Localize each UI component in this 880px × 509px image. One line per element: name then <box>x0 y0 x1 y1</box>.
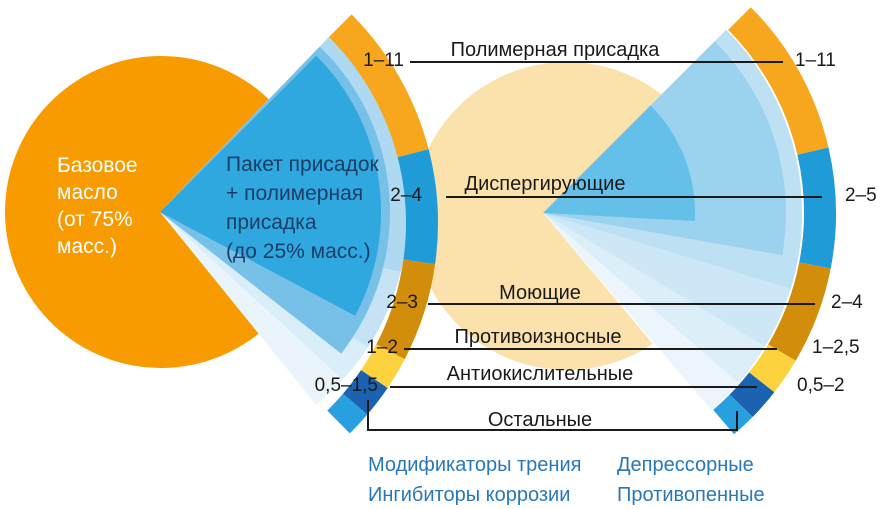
right-rim-segment-3 <box>749 344 796 393</box>
base-oil-label-line-0: Базовое <box>57 154 138 177</box>
middle-rim-segment-5 <box>327 393 368 434</box>
right-rim-segment-5 <box>713 394 753 435</box>
additives-background-circle <box>412 61 662 370</box>
right-value-4: 0,5–2 <box>797 375 845 396</box>
middle-rim-segment-1 <box>397 149 438 265</box>
base-oil-label-line-1: масло <box>57 181 118 204</box>
right-value-1: 2–5 <box>845 185 877 206</box>
row-label-0: Полимерная присадка <box>451 39 661 61</box>
others-bracket <box>367 400 738 431</box>
connector-lines-group <box>367 61 822 431</box>
additives-pack-label-line-3: (до 25% масс.) <box>226 240 371 263</box>
rim-segments-group <box>327 7 837 435</box>
base-oil-circle <box>5 55 270 368</box>
additives-pack-label-line-0: Пакет присадок <box>226 153 380 176</box>
left-value-2: 2–3 <box>386 292 418 313</box>
row-label-2: Моющие <box>499 282 581 304</box>
right-rim-segment-2 <box>768 262 831 361</box>
footnote-right-1: Противопенные <box>617 484 765 506</box>
left-value-0: 1–11 <box>363 50 404 71</box>
right-rim-segment-1 <box>797 147 837 269</box>
middle-rim-segment-3 <box>361 344 405 388</box>
base-shapes-group <box>5 55 662 370</box>
footnote-left-1: Ингибиторы коррозии <box>368 484 570 506</box>
additives-pack-label-line-1: + полимерная <box>226 182 363 205</box>
left-value-3: 1–2 <box>366 337 398 358</box>
left-value-1: 2–4 <box>390 185 422 206</box>
additives-pack-label-line-2: присадка <box>226 211 317 234</box>
right-fan-layer-5 <box>543 105 696 221</box>
middle-rim-segment-0 <box>329 14 429 158</box>
right-rim-segment-0 <box>728 7 829 155</box>
row-label-1: Диспергирующие <box>465 173 626 195</box>
row-label-3: Противоизносные <box>454 326 621 348</box>
footnote-left-0: Модификаторы трения <box>368 454 581 476</box>
right-value-3: 1–2,5 <box>812 337 860 358</box>
right-value-2: 2–4 <box>831 292 863 313</box>
middle-rim-segment-4 <box>343 370 388 415</box>
base-oil-label-line-3: масс.) <box>57 235 117 258</box>
right-value-0: 1–11 <box>795 50 836 71</box>
middle-fan-layer-5 <box>160 55 382 316</box>
right-rim-segment-4 <box>729 372 775 417</box>
footnote-right-0: Депрессорные <box>617 454 754 476</box>
fan-wedges-group <box>160 29 802 410</box>
base-oil-label-line-2: (от 75% <box>57 208 133 231</box>
row-label-5: Остальные <box>488 409 592 431</box>
middle-rim-segment-2 <box>376 259 436 360</box>
labels-group: 1–11 1–11 Полимерная присадка 2–4 2–5 Дисперг… <box>57 39 877 506</box>
row-label-4: Антиокислительные <box>447 363 634 385</box>
left-value-4: 0,5–1,5 <box>315 375 378 396</box>
